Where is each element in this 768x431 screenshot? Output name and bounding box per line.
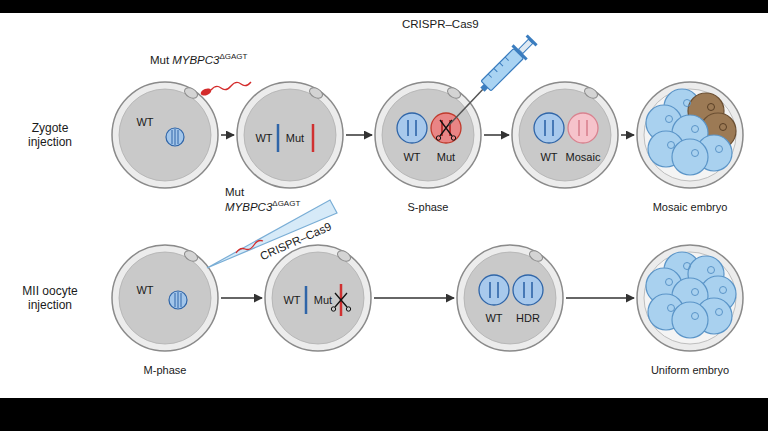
label-group: MII oocyte injection bbox=[10, 284, 90, 313]
arrow-connector bbox=[621, 134, 634, 136]
arrow-connector bbox=[221, 134, 234, 136]
label-group: Mut bbox=[225, 186, 244, 200]
label-group: CRISPR–Cas9 bbox=[402, 18, 479, 32]
gene-name: MYBPC3 bbox=[172, 54, 219, 66]
text-label: Mut bbox=[225, 186, 244, 198]
text-label: Mut bbox=[150, 54, 169, 66]
cell-node: WTMutS-phase bbox=[374, 81, 482, 189]
row-label: Zygote injection bbox=[28, 121, 72, 149]
label-group: MutMYBPC3ΔGAGT bbox=[150, 52, 247, 68]
cell-node: WT HDR bbox=[456, 244, 564, 352]
cell-node: WTM-phase bbox=[111, 244, 219, 352]
cell-node: WT bbox=[111, 81, 219, 189]
gene-superscript: ΔGAGT bbox=[219, 52, 247, 61]
sperm bbox=[200, 82, 251, 97]
allele-label: WT bbox=[540, 151, 557, 164]
black-bar bbox=[0, 0, 768, 13]
cell-node: WT Mut bbox=[236, 81, 344, 189]
allele-label: Mut bbox=[314, 294, 332, 307]
gene-superscript: ΔGAGT bbox=[272, 199, 300, 208]
arrow-connector bbox=[221, 297, 262, 299]
text-label: CRISPR–Cas9 bbox=[402, 18, 479, 30]
cell-outline bbox=[111, 81, 219, 189]
black-bar bbox=[0, 398, 768, 431]
allele-label: WT bbox=[403, 151, 420, 164]
row-label: MII oocyte injection bbox=[22, 284, 77, 312]
stage-caption: Mosaic embryo bbox=[653, 201, 728, 214]
arrow-connector bbox=[374, 297, 454, 299]
cell-outline bbox=[111, 244, 219, 352]
cell-node: WT Mut bbox=[264, 244, 372, 352]
allele-label: WT bbox=[136, 116, 153, 129]
allele-label: Mut bbox=[437, 151, 455, 164]
cell-outline bbox=[374, 81, 482, 189]
stage-caption: Uniform embryo bbox=[651, 364, 729, 377]
allele-label: WT bbox=[485, 312, 502, 325]
allele-label: Mosaic bbox=[566, 151, 601, 164]
gene-name: MYBPC3 bbox=[225, 201, 272, 213]
allele-label: WT bbox=[136, 284, 153, 297]
stage-caption: M-phase bbox=[144, 364, 187, 377]
label-group: MYBPC3ΔGAGT bbox=[225, 199, 300, 215]
cell-node: WT Mosaic bbox=[511, 81, 619, 189]
cell-outline bbox=[511, 81, 619, 189]
allele-label: WT bbox=[283, 294, 300, 307]
allele-label: HDR bbox=[516, 312, 540, 325]
allele-label: WT bbox=[255, 132, 272, 145]
arrow-connector bbox=[346, 134, 372, 136]
arrow-connector bbox=[566, 297, 634, 299]
stage-caption: S-phase bbox=[408, 201, 449, 214]
label-group: Zygote injection bbox=[10, 121, 90, 150]
allele-label: Mut bbox=[286, 132, 304, 145]
arrow-connector bbox=[484, 134, 509, 136]
cell-outline bbox=[456, 244, 564, 352]
